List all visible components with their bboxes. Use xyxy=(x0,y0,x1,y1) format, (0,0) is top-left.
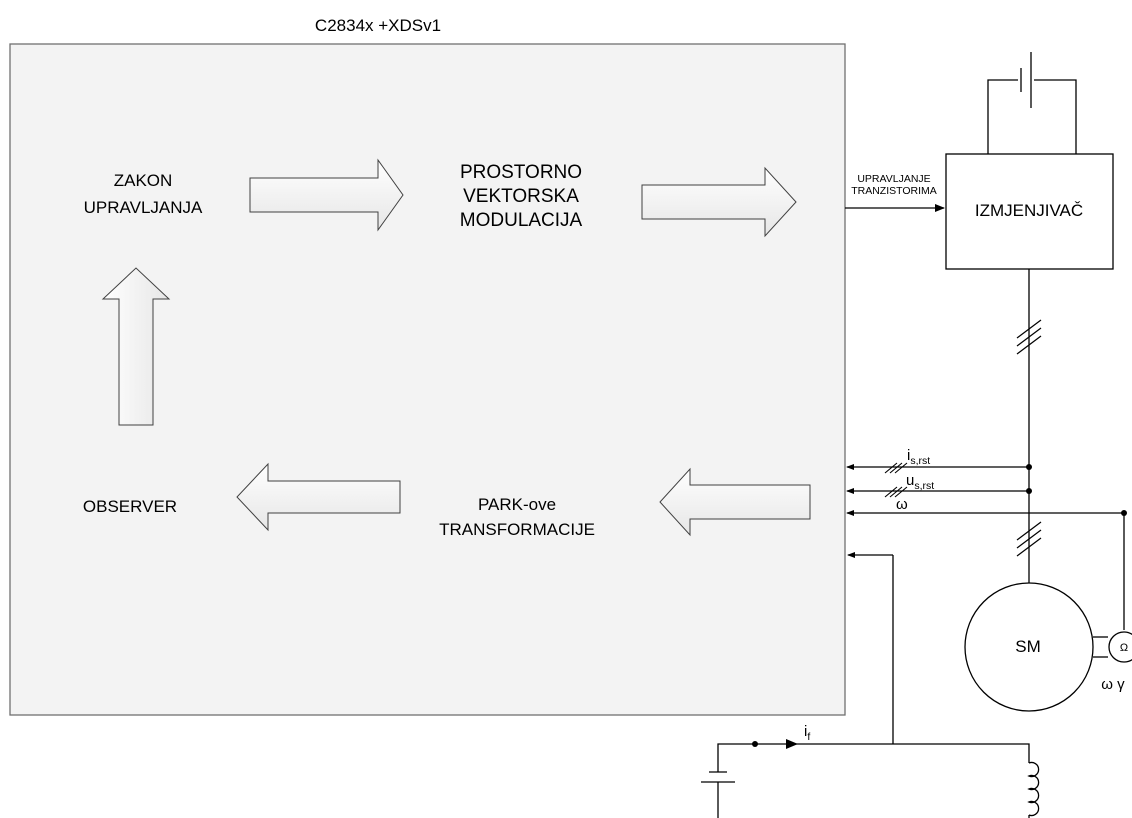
field-current-label: if xyxy=(804,723,810,743)
arrow-svm-to-inverter xyxy=(641,166,797,238)
arrow-park-to-observer xyxy=(236,462,401,532)
board-title: C2834x +XDSv1 xyxy=(315,16,441,35)
motor-sm xyxy=(964,582,1094,712)
control-signal-label-1: UPRAVLJANJE xyxy=(857,173,930,185)
arrow-measure-to-park xyxy=(659,467,811,537)
svm-line1: PROSTORNO xyxy=(460,162,582,183)
dc-link-source xyxy=(987,52,1077,154)
motor-shaft xyxy=(1093,636,1108,658)
tacho-sensor xyxy=(1108,631,1132,663)
control-law-block: ZAKON UPRAVLJANJA xyxy=(84,171,203,217)
arrow-control-to-svm xyxy=(249,158,404,232)
voltage-measurement xyxy=(846,486,1032,498)
control-signal-label-2: TRANZISTORIMA xyxy=(851,185,937,197)
three-phase-ticks-upper xyxy=(1016,319,1042,355)
inverter-label: IZMJENJIVAČ xyxy=(975,201,1083,220)
observer-block: OBSERVER xyxy=(83,497,177,516)
arrow-observer-to-control xyxy=(101,267,171,426)
control-law-line1: ZAKON xyxy=(114,171,173,190)
inverter-block xyxy=(945,153,1114,270)
speed-measurement xyxy=(846,510,1127,630)
field-circuit xyxy=(701,552,1040,818)
park-transform-block: PARK-ove TRANSFORMACIJE xyxy=(439,495,595,539)
motor-outputs-label: ω γ xyxy=(1101,676,1125,693)
current-measurement xyxy=(846,462,1032,474)
three-phase-ticks-lower xyxy=(1016,521,1042,557)
tacho-symbol: Ω xyxy=(1120,642,1128,654)
motor-label: SM xyxy=(1015,637,1041,656)
svm-line2: VEKTORSKA xyxy=(463,186,579,207)
speed-label: ω xyxy=(896,496,908,513)
svm-line3: MODULACIJA xyxy=(460,210,583,231)
current-label: is,rst xyxy=(907,447,930,467)
park-line2: TRANSFORMACIJE xyxy=(439,520,595,539)
control-law-line2: UPRAVLJANJA xyxy=(84,198,203,217)
svm-block: PROSTORNO VEKTORSKA MODULACIJA xyxy=(460,162,583,231)
voltage-label: us,rst xyxy=(906,472,934,492)
park-line1: PARK-ove xyxy=(478,495,556,514)
